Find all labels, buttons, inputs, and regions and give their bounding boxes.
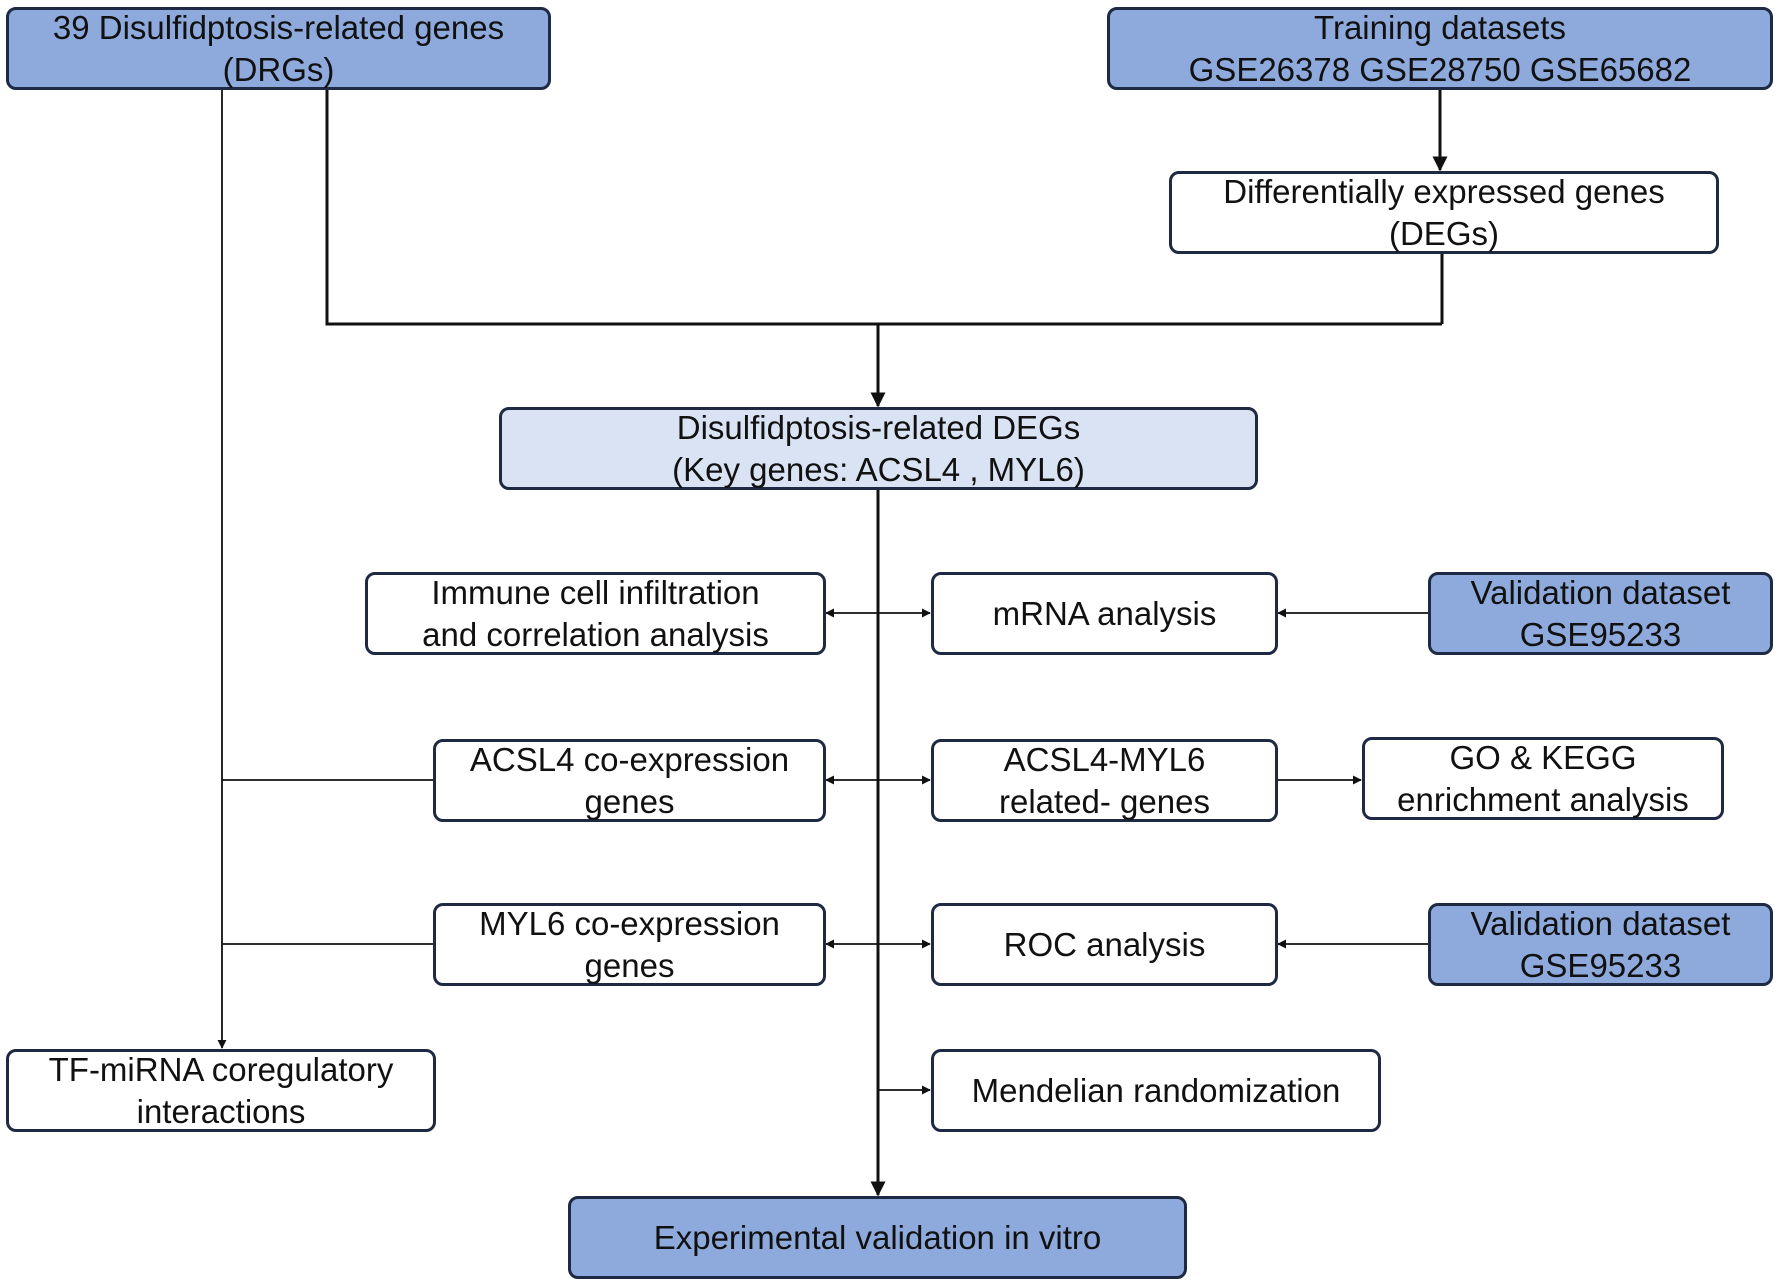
acsl4-myl6-line1: ACSL4-MYL6 <box>1003 740 1206 778</box>
acsl4-myl6-line2: related- genes <box>999 782 1210 820</box>
acsl4-coexp-line2: genes <box>584 782 675 820</box>
drgs-line1: 39 Disulfidptosis-related genes <box>52 8 505 46</box>
key-degs-line2: (Key genes: ACSL4 , MYL6) <box>672 450 1085 488</box>
mendelian-box: Mendelian randomization <box>931 1049 1381 1132</box>
key-degs-line1: Disulfidptosis-related DEGs <box>676 408 1081 446</box>
degs-box: Differentially expressed genes (DEGs) <box>1169 171 1719 254</box>
immune-box: Immune cell infiltration and correlation … <box>365 572 826 655</box>
go-kegg-line1: GO & KEGG <box>1449 738 1637 776</box>
immune-line1: Immune cell infiltration <box>431 573 760 611</box>
myl6-coexp-line2: genes <box>584 946 675 984</box>
mrna-box: mRNA analysis <box>931 572 1278 655</box>
tf-mirna-line1: TF-miRNA coregulatory <box>48 1050 394 1088</box>
drgs-to-merge-line <box>325 90 1442 326</box>
tf-mirna-line2: interactions <box>136 1092 306 1130</box>
tf-mirna-box: TF-miRNA coregulatory interactions <box>6 1049 436 1132</box>
acsl4-myl6-box: ACSL4-MYL6 related- genes <box>931 739 1278 822</box>
validation2-line1: Validation dataset <box>1470 904 1731 942</box>
training-line2: GSE26378 GSE28750 GSE65682 <box>1188 50 1692 88</box>
myl6-coexp-box: MYL6 co-expression genes <box>433 903 826 986</box>
mrna-line1: mRNA analysis <box>992 594 1217 632</box>
go-kegg-box: GO & KEGG enrichment analysis <box>1362 737 1724 820</box>
validation2-line2: GSE95233 <box>1519 946 1682 984</box>
key-degs-box: Disulfidptosis-related DEGs (Key genes: A… <box>499 407 1258 490</box>
go-kegg-line2: enrichment analysis <box>1397 780 1689 818</box>
acsl4-coexp-line1: ACSL4 co-expression <box>469 740 790 778</box>
validation1-line2: GSE95233 <box>1519 615 1682 653</box>
roc-box: ROC analysis <box>931 903 1278 986</box>
drgs-line2: (DRGs) <box>222 50 335 88</box>
acsl4-coexp-box: ACSL4 co-expression genes <box>433 739 826 822</box>
degs-line2: (DEGs) <box>1388 214 1499 252</box>
immune-line2: and correlation analysis <box>422 615 769 653</box>
training-line1: Training datasets <box>1314 8 1566 46</box>
roc-line1: ROC analysis <box>1003 925 1206 963</box>
drgs-box: 39 Disulfidptosis-related genes (DRGs) <box>6 7 551 90</box>
experimental-box: Experimental validation in vitro <box>568 1196 1187 1279</box>
validation1-line1: Validation dataset <box>1470 573 1731 611</box>
experimental-line1: Experimental validation in vitro <box>653 1218 1102 1256</box>
myl6-coexp-line1: MYL6 co-expression <box>479 904 780 942</box>
mendelian-line1: Mendelian randomization <box>971 1071 1341 1109</box>
degs-line1: Differentially expressed genes <box>1223 172 1665 210</box>
